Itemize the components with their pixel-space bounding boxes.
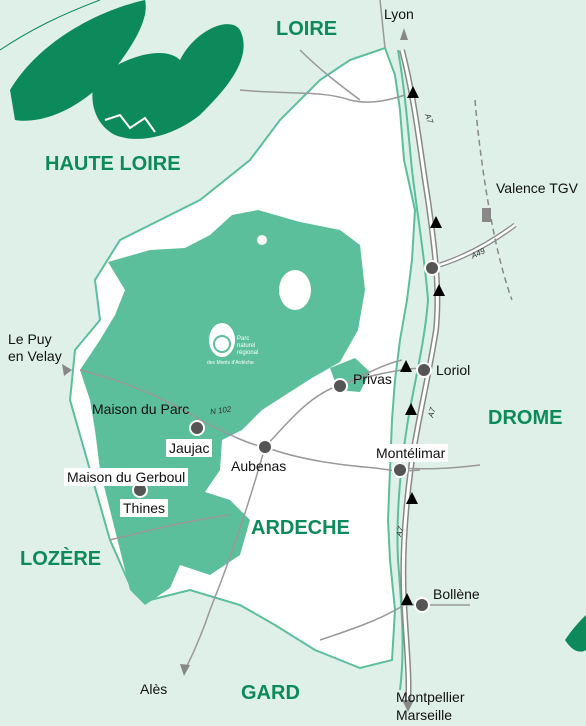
bollene-dot — [414, 597, 430, 613]
arrow-lepuy — [62, 364, 72, 376]
city-thines: Thines — [120, 499, 169, 517]
haute-loire-leaf-detail — [104, 113, 156, 133]
road-n102 — [79, 369, 266, 448]
road-north-2 — [299, 49, 361, 101]
haute-loire-leaf-left — [10, 0, 146, 121]
toll-4 — [400, 360, 412, 372]
road-montelimar-east — [399, 464, 481, 470]
privas-dot — [332, 378, 348, 394]
arrow-south — [402, 700, 414, 712]
city-marseille: Marseille — [396, 707, 453, 723]
corner-decoration — [565, 615, 586, 652]
region-haute-loire: HAUTE LOIRE — [45, 153, 181, 175]
tgv-line — [474, 99, 513, 301]
park-logo-line1: Parc — [237, 336, 249, 342]
aubenas-dot — [257, 439, 273, 455]
city-privas: Privas — [353, 371, 392, 387]
toll-1 — [407, 86, 419, 98]
toll-2 — [430, 216, 442, 228]
haute-loire-leaf-right — [92, 24, 244, 139]
road-lyon — [379, 0, 386, 49]
park-logo-ring — [213, 335, 231, 353]
montelimar-dot — [392, 462, 408, 478]
city-montelimar: Montélimar — [373, 444, 449, 462]
toll-6 — [406, 492, 418, 504]
city-lyon: Lyon — [384, 6, 414, 22]
region-gard: GARD — [241, 682, 300, 704]
park-logo-line3: régional — [237, 350, 258, 356]
a49-motorway — [439, 222, 517, 268]
city-aubenas: Aubenas — [231, 458, 287, 474]
city-le-puy-line2: en Velay — [8, 348, 62, 364]
city-le-puy-line1: Le Puy — [8, 331, 52, 347]
city-ales: Alès — [140, 681, 168, 697]
park-logo-line4: des Monts d'Ardèche — [207, 360, 254, 366]
park-logo-line2: naturel — [237, 343, 255, 349]
arrow-ales — [180, 664, 190, 676]
region-ardeche: ARDECHE — [251, 517, 350, 539]
city-maison-du-parc: Maison du Parc — [92, 401, 190, 417]
region-drome: DROME — [488, 407, 563, 429]
jaujac-dot — [189, 420, 205, 436]
park-hole-1 — [279, 270, 311, 310]
region-loire: LOIRE — [276, 18, 338, 40]
road-aubenas-ales — [184, 446, 266, 671]
road-west — [109, 514, 231, 541]
toll-5 — [405, 403, 417, 415]
valence-tgv-station — [482, 208, 491, 222]
city-jaujac: Jaujac — [166, 439, 213, 457]
a49-motorway-inner — [439, 223, 516, 267]
city-bollene: Bollène — [433, 586, 480, 602]
toll-7 — [401, 593, 413, 605]
road-south — [319, 604, 405, 641]
road-loriol-privas — [339, 367, 421, 386]
city-montpellier: Montpellier — [396, 689, 465, 705]
valence-dot — [424, 260, 440, 276]
city-maison-du-gerboul: Maison du Gerboul — [64, 468, 189, 486]
city-loriol: Loriol — [436, 362, 471, 378]
arrow-lyon — [400, 28, 408, 40]
loire-boundary — [0, 0, 101, 51]
loriol-dot — [416, 362, 432, 378]
city-valence-tgv: Valence TGV — [496, 180, 578, 196]
park-hole-2 — [257, 235, 267, 245]
region-lozere: LOZÈRE — [20, 548, 102, 570]
toll-3 — [433, 284, 445, 296]
road-north-1 — [239, 89, 406, 103]
